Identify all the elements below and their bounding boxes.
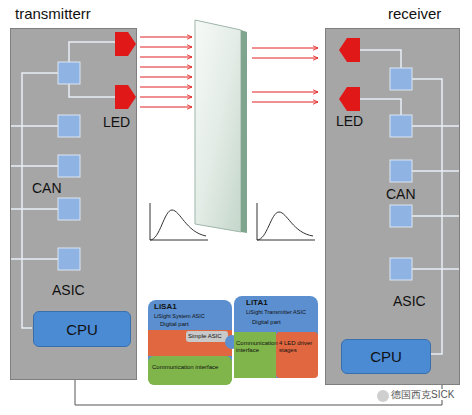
- puzzle-section: [148, 330, 232, 356]
- wechat-icon: [377, 390, 389, 402]
- chip-text: LiSA1: [154, 303, 177, 312]
- chip-block: [58, 198, 80, 220]
- chip-block: [390, 258, 412, 280]
- chip-block: [390, 115, 412, 137]
- part-label: LED: [103, 115, 130, 130]
- graph-axes: [150, 203, 208, 240]
- led-symbol: [115, 32, 136, 56]
- cpu-label: CPU: [66, 321, 98, 338]
- led-symbols: [115, 32, 360, 111]
- graph-axes: [257, 203, 315, 240]
- cpu-box: CPU: [33, 311, 131, 347]
- pulse-graphs: [150, 203, 315, 240]
- device-panel: CPUtransmitterr: [10, 28, 137, 380]
- chip-text: Digital part: [252, 319, 281, 326]
- puzzle-piece: [234, 296, 318, 378]
- puzzle-section: [276, 332, 318, 378]
- wire: [22, 73, 58, 328]
- cpu-label: CPU: [370, 348, 402, 365]
- chip-text: Digital part: [160, 321, 189, 328]
- asic-blocks: [58, 62, 412, 280]
- wire: [360, 50, 401, 68]
- watermark: 德国西克SICK: [391, 389, 454, 400]
- glass-pane: [195, 20, 241, 232]
- wire: [69, 42, 115, 62]
- asic-puzzle: [148, 296, 318, 385]
- light-ray: [140, 57, 192, 58]
- device-title: transmitterr: [15, 5, 91, 22]
- light-rays: [140, 37, 318, 107]
- chip-text: Simple ASIC: [188, 333, 222, 340]
- puzzle-tab: [186, 331, 228, 342]
- light-ray: [140, 47, 192, 48]
- light-ray: [140, 87, 192, 88]
- light-ray: [252, 58, 318, 59]
- light-ray: [140, 77, 192, 78]
- chip-text: LiSight System ASIC: [154, 313, 205, 319]
- part-label: CAN: [386, 187, 416, 202]
- led-symbol: [115, 85, 136, 109]
- wire: [412, 170, 459, 172]
- wire: [11, 258, 58, 260]
- cpu-box: CPU: [341, 339, 431, 374]
- chip-block: [58, 248, 80, 270]
- internal-wires: [11, 42, 459, 354]
- pulse-curve: [257, 212, 313, 240]
- pulse-curve: [150, 210, 206, 240]
- wire: [11, 165, 58, 167]
- chip-text: Communication interface: [236, 340, 274, 353]
- wire: [69, 84, 115, 97]
- light-ray: [140, 107, 192, 108]
- light-ray: [252, 48, 318, 49]
- chip-block: [390, 160, 412, 182]
- chip-text: LiTA1: [246, 299, 268, 308]
- wire: [412, 268, 459, 270]
- chip-block: [58, 62, 80, 84]
- light-ray: [252, 92, 318, 93]
- chip-block: [58, 115, 80, 137]
- light-ray: [140, 97, 192, 98]
- part-label: ASIC: [393, 294, 426, 309]
- part-label: ASIC: [52, 283, 85, 298]
- wire: [11, 125, 58, 127]
- glass-edge: [241, 30, 247, 233]
- wire: [412, 125, 459, 127]
- light-ray: [140, 67, 192, 68]
- chip-text: 4 LED driver stages: [279, 340, 315, 353]
- wire: [412, 79, 442, 354]
- light-ray: [252, 102, 318, 103]
- led-symbol: [339, 87, 360, 111]
- part-label: LED: [336, 114, 363, 129]
- device-panel: CPUreceiver: [325, 28, 460, 385]
- puzzle-section: [234, 332, 276, 378]
- chip-text: Communication interface: [152, 364, 218, 371]
- chip-block: [58, 155, 80, 177]
- puzzle-piece: [148, 300, 232, 385]
- wire: [11, 208, 58, 210]
- chip-block: [390, 68, 412, 90]
- device-title: receiver: [388, 5, 441, 22]
- chip-block: [390, 205, 412, 227]
- wire: [360, 99, 401, 115]
- light-ray: [140, 37, 192, 38]
- chip-text: LiSight Transmitter ASIC: [246, 309, 306, 315]
- puzzle-section: [148, 356, 232, 385]
- led-symbol: [339, 38, 360, 62]
- part-label: CAN: [32, 181, 62, 196]
- wire: [412, 215, 459, 217]
